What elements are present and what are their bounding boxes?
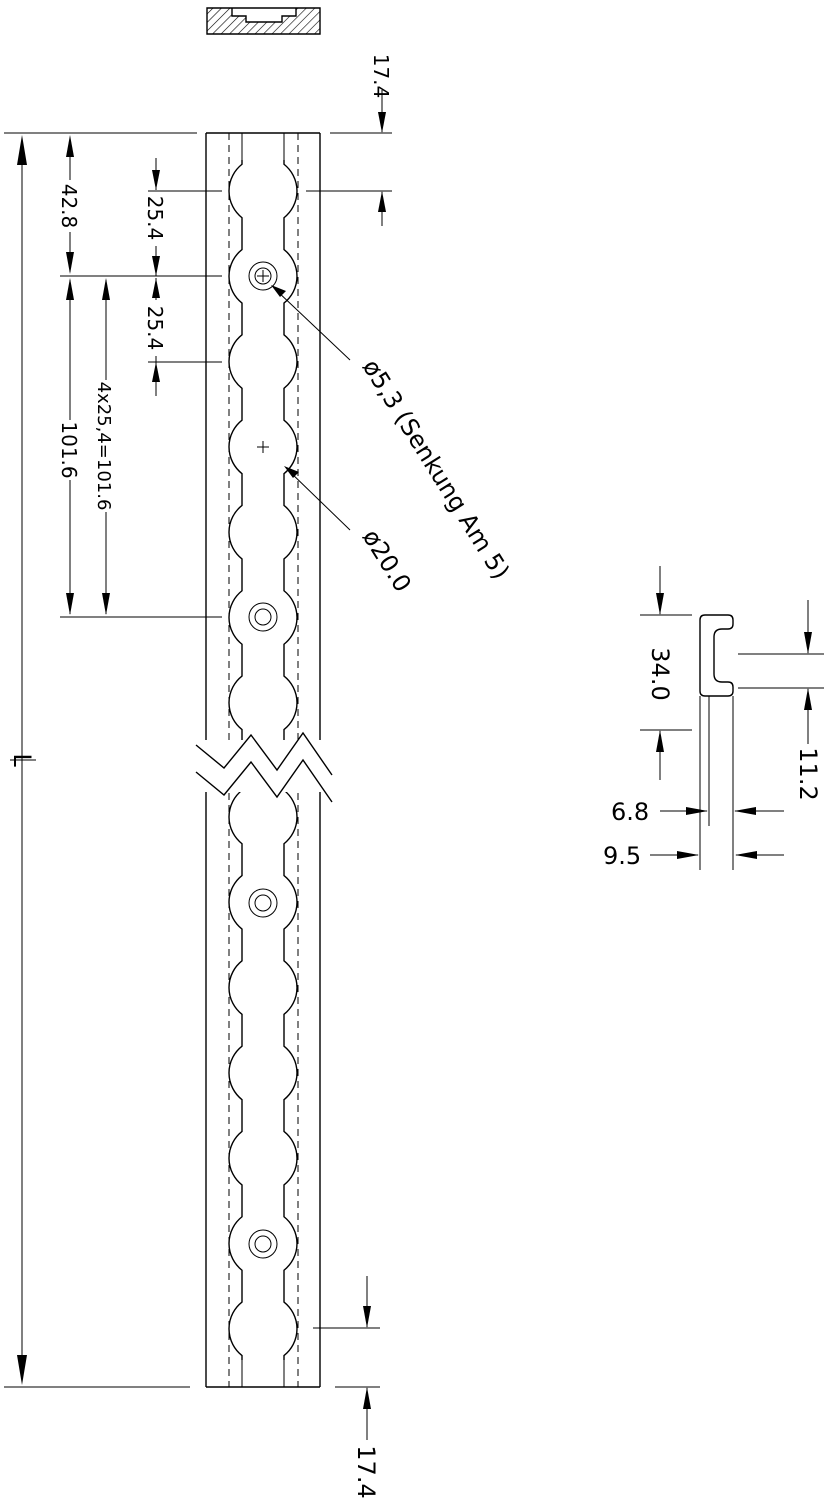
dimension-101-6 — [66, 278, 74, 615]
dimension-34-0 — [656, 566, 664, 780]
dimension-L — [10, 135, 36, 1385]
dimension-25-4-b — [152, 278, 160, 396]
leader-large-hole — [284, 466, 351, 531]
dimension-17-4-top — [378, 90, 386, 226]
profile-view — [640, 614, 824, 870]
label-17-4-bottom: 17.4 — [352, 1445, 380, 1498]
extension-lines-left — [4, 132, 222, 1388]
label-4x25-4: 4x25,4=101.6 — [93, 382, 114, 511]
countersunk-hole — [248, 602, 278, 632]
label-6-8: 6.8 — [611, 798, 649, 826]
dimension-25-4-a — [152, 158, 160, 276]
slot-edge — [228, 160, 243, 745]
dimension-42-8 — [66, 135, 74, 274]
label-42-8: 42.8 — [57, 184, 81, 229]
extension-lines-right — [306, 132, 392, 1388]
dimension-4x25-4 — [102, 278, 110, 615]
countersunk-hole — [254, 267, 272, 285]
countersunk-hole — [248, 261, 278, 291]
label-9-5: 9.5 — [603, 842, 641, 870]
hole-centres — [257, 441, 269, 453]
label-25-4-a: 25.4 — [143, 196, 167, 241]
label-25-4-b: 25.4 — [143, 306, 167, 351]
dimension-11-2 — [804, 600, 812, 744]
keyhole-slot-chain — [228, 160, 298, 1360]
countersunk-hole — [248, 888, 278, 918]
hole-centre-mark — [257, 270, 269, 282]
label-11-2: 11.2 — [794, 747, 822, 800]
break-mark — [195, 731, 333, 803]
cross-section-top — [206, 7, 321, 35]
slot-edge — [283, 160, 298, 745]
dimension-6-8 — [660, 807, 784, 815]
label-large-hole: ø20.0 — [357, 524, 417, 597]
countersunk-hole — [254, 1235, 272, 1253]
label-101-6: 101.6 — [57, 421, 81, 478]
dimension-9-5 — [650, 851, 784, 859]
label-17-4-top: 17.4 — [369, 54, 393, 99]
label-34-0: 34.0 — [646, 647, 674, 700]
countersunk-hole — [254, 894, 272, 912]
slot-edge — [283, 789, 298, 1360]
slot-edge — [228, 789, 243, 1360]
label-overall-length: L — [8, 753, 36, 767]
dimension-17-4-bottom — [363, 1276, 371, 1440]
countersunk-hole — [248, 1229, 278, 1259]
leader-small-hole — [271, 285, 351, 361]
countersunk-hole — [254, 608, 272, 626]
